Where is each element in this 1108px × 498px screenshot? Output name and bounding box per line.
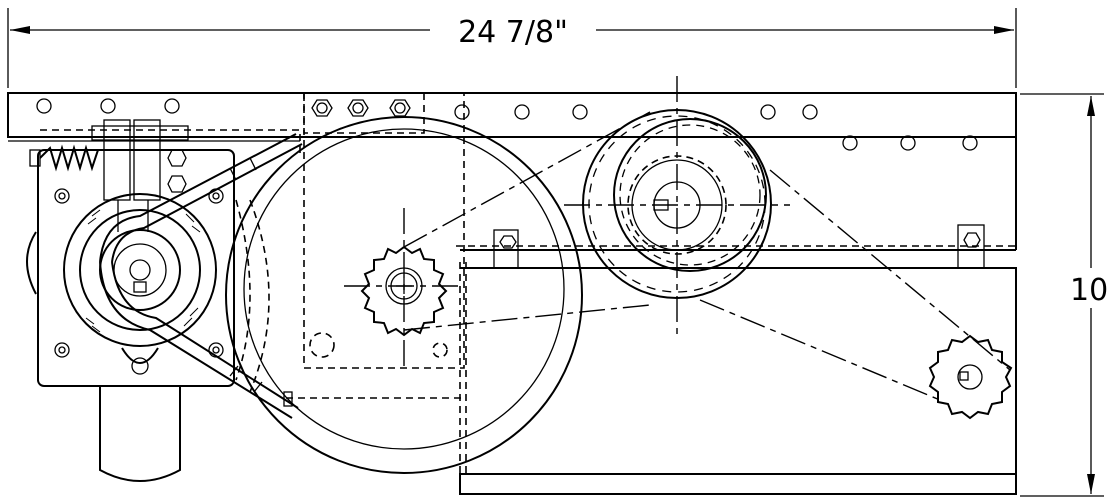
tensioner-arm-right <box>133 119 161 201</box>
gearbox-ring <box>79 209 201 331</box>
large-pulley <box>225 116 583 474</box>
belt-lower-inner <box>111 261 299 409</box>
belt-cord <box>249 157 257 171</box>
hex-nut-icon <box>963 232 981 248</box>
frame-rail-outline <box>7 92 1017 138</box>
v-belt <box>99 133 303 419</box>
small-sprocket-teeth <box>360 245 448 337</box>
hex-nut-icon <box>167 149 187 167</box>
hex-nut-icon <box>499 235 517 249</box>
height-dimension: 10' <box>1020 93 1108 497</box>
small-sprocket <box>344 208 464 366</box>
tensioner-arm-left <box>103 119 131 201</box>
belt-upper-outer <box>99 133 297 263</box>
belt-guard <box>40 129 301 407</box>
bracket-hole-hidden <box>309 332 335 358</box>
large-sprocket <box>564 76 790 334</box>
gearbox-housing <box>37 149 235 387</box>
gearbox-flange <box>63 193 217 347</box>
width-dimension: 24 7/8" <box>7 8 1017 88</box>
motor-pulley-hub <box>113 243 167 297</box>
belt-upper-inner <box>111 143 303 263</box>
mounting-tab-right <box>957 224 985 269</box>
hex-nut-icon <box>167 175 187 193</box>
frame-holes <box>36 98 978 151</box>
guard-top-hidden <box>40 129 301 158</box>
motor-end-cap <box>26 231 37 295</box>
large-sprocket-inner-outline <box>613 118 767 272</box>
guard-clip <box>283 391 293 407</box>
bracket-plate-hidden <box>303 92 465 369</box>
idler-sprocket-bore <box>957 364 983 390</box>
chain-upper-span <box>403 111 651 248</box>
gear-hatch <box>85 209 201 333</box>
chain-idler-upper <box>769 169 1011 371</box>
belt-cord <box>253 381 263 393</box>
base-plate <box>459 473 1017 495</box>
belt-lower-outer <box>99 261 293 419</box>
height-dimension-label: 10' <box>1070 273 1108 308</box>
bracket-hole-hidden-2 <box>432 342 448 358</box>
motor-keyway <box>133 281 147 293</box>
roller-chain <box>403 111 1011 401</box>
belt-cord <box>229 365 239 377</box>
mounting-tab <box>493 224 985 269</box>
large-pulley-groove <box>243 128 565 450</box>
tension-spring <box>39 144 99 172</box>
motor-shaft <box>129 259 151 281</box>
frame-rail <box>7 92 1017 251</box>
lower-guard-outline <box>460 267 1017 475</box>
guard-arc-hidden-2 <box>249 199 270 393</box>
guard-arc-hidden <box>235 199 251 381</box>
idler-keyway <box>959 371 969 381</box>
large-sprocket-inner-teeth <box>619 124 761 266</box>
motor-pulley <box>99 229 181 311</box>
motor-lug <box>121 347 159 364</box>
idler-sprocket <box>928 334 1013 420</box>
large-pulley-rim <box>225 116 583 474</box>
chain-lower-span <box>403 304 651 331</box>
motor-body <box>99 386 181 482</box>
takeup-bracket <box>286 92 466 399</box>
belt-tensioner <box>29 119 189 232</box>
motor-lug-bolt <box>131 357 149 375</box>
belt-cord <box>229 167 237 181</box>
mounting-tab-left <box>493 229 519 269</box>
tensioner-bar <box>91 125 189 141</box>
width-dimension-label: 24 7/8" <box>458 15 568 50</box>
idler-sprocket-teeth <box>928 334 1013 420</box>
chain-idler-lower <box>699 299 941 401</box>
hex-nut-icon <box>311 99 411 117</box>
spring-anchor <box>29 149 41 167</box>
